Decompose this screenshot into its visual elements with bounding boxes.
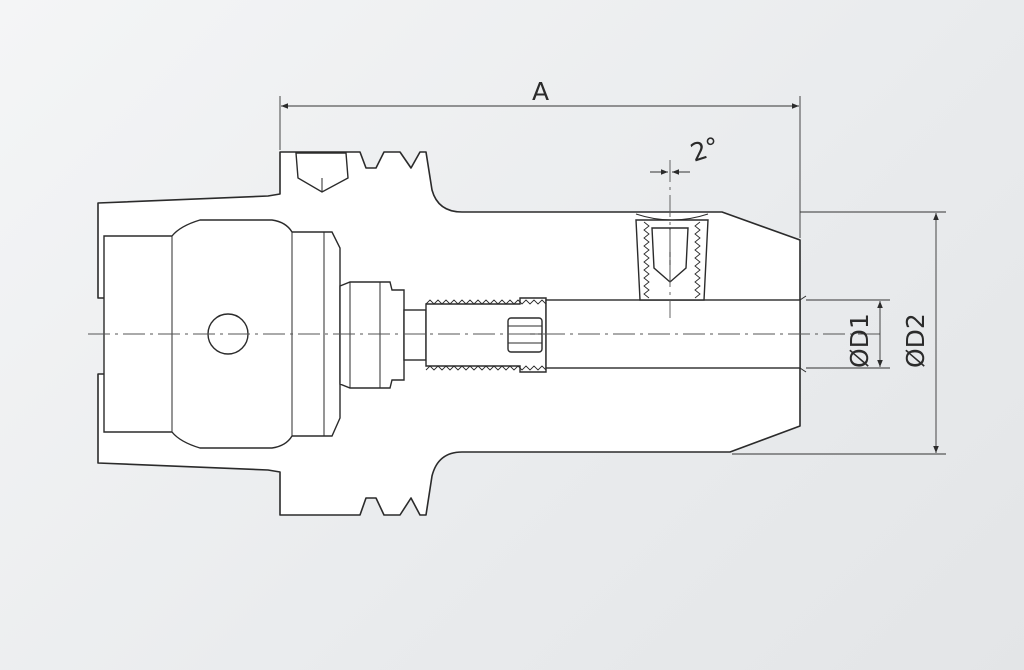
top-key-slot [295, 152, 349, 193]
clamp-threads [643, 221, 701, 299]
screw-threads [425, 299, 547, 371]
coolant-tube [339, 281, 405, 389]
dimension-d2-label: ØD2 [901, 313, 930, 368]
dimension-a-label: A [532, 77, 549, 106]
angle-label: 2° [687, 131, 723, 167]
dimension-d1-label: ØD1 [845, 313, 874, 368]
